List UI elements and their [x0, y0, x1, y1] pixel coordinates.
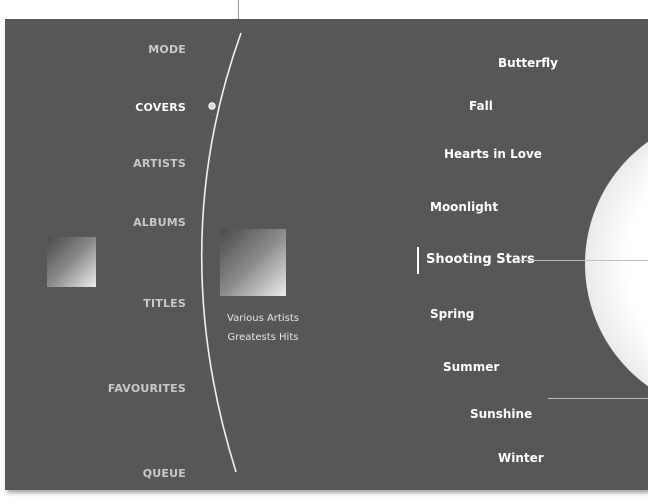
selection-indicator [417, 247, 419, 274]
media-browser-panel: MODE COVERS ARTISTS ALBUMS TITLES FAVOUR… [5, 19, 648, 490]
song-item[interactable]: Butterfly [498, 56, 558, 70]
menu-item-mode[interactable]: MODE [148, 43, 186, 56]
menu-item-albums[interactable]: ALBUMS [133, 216, 186, 229]
song-item[interactable]: Fall [469, 99, 493, 113]
song-item-selected[interactable]: Shooting Stars [426, 252, 535, 267]
song-item[interactable]: Sunshine [470, 407, 533, 421]
album-artist: Various Artists [227, 313, 299, 324]
song-item[interactable]: Winter [498, 451, 544, 465]
song-item[interactable]: Summer [443, 360, 500, 374]
menu-item-covers[interactable]: COVERS [135, 101, 186, 114]
callout-line-selected [517, 260, 648, 261]
menu-item-titles[interactable]: TITLES [143, 297, 186, 310]
menu-item-queue[interactable]: QUEUE [142, 467, 186, 480]
callout-line-bottom [548, 398, 648, 399]
mode-selector-track[interactable] [5, 19, 648, 490]
album-title: Greatests Hits [227, 332, 299, 343]
song-item[interactable]: Moonlight [430, 200, 499, 214]
callout-line-top [238, 0, 239, 19]
album-cover-previous[interactable] [47, 237, 96, 287]
song-item[interactable]: Spring [430, 307, 475, 321]
menu-item-favourites[interactable]: FAVOURITES [107, 382, 186, 395]
album-cover-current[interactable] [220, 229, 286, 296]
menu-item-artists[interactable]: ARTISTS [133, 157, 186, 170]
song-item[interactable]: Hearts in Love [444, 147, 542, 161]
